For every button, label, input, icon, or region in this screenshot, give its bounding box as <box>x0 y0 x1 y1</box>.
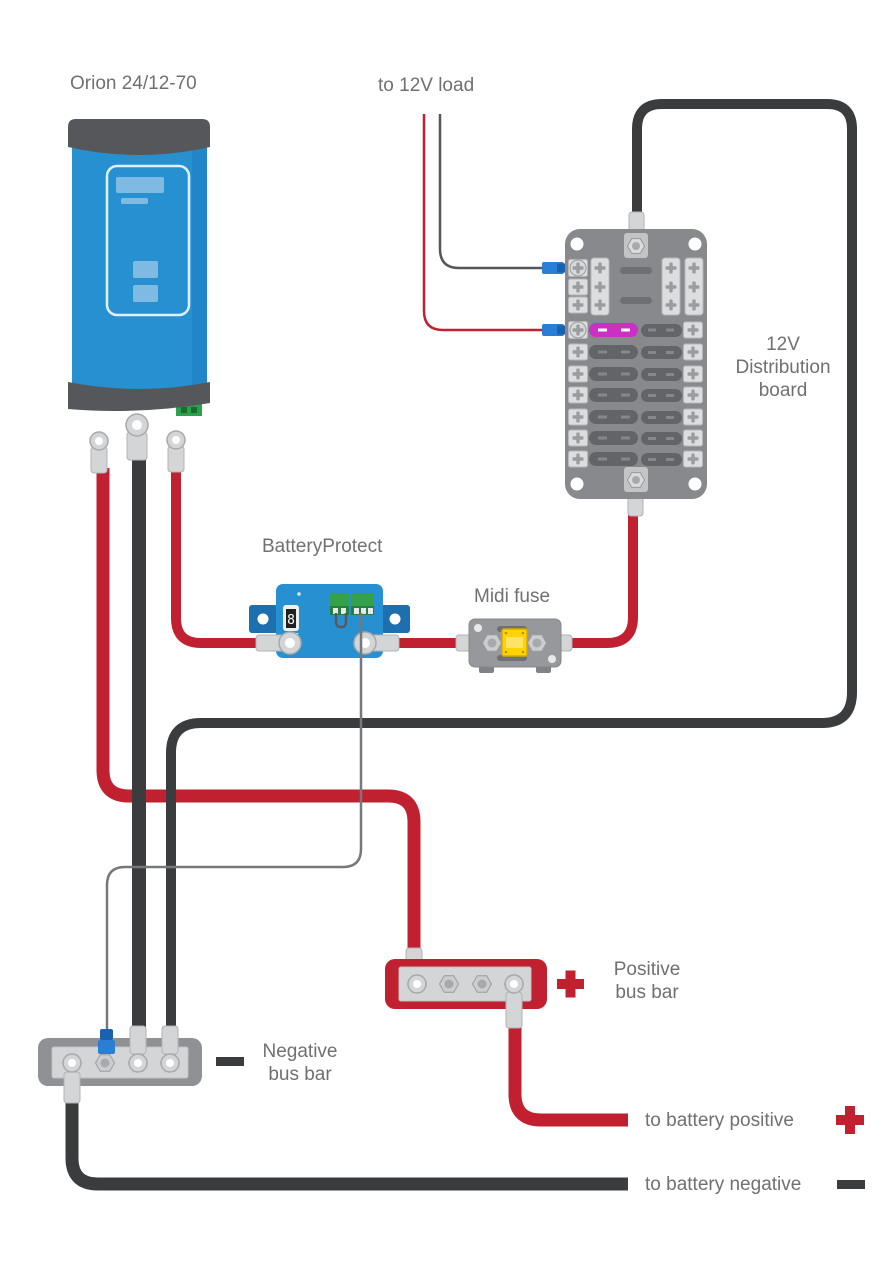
to-battery-negative-label: to battery negative <box>645 1174 802 1195</box>
spade-connector-signal <box>98 1029 115 1054</box>
positive-bus-label-line2: bus bar <box>615 982 679 1003</box>
mounting-holes <box>570 237 702 491</box>
main-input-bolt <box>627 238 645 254</box>
positive-bus-bar <box>385 947 584 1029</box>
wire-batteryprotect-in-to-distribution <box>390 510 638 648</box>
distribution-label-line2: Distribution <box>735 357 831 378</box>
minus-icon <box>216 1057 244 1066</box>
spade-connector-negative <box>542 262 565 274</box>
orion-bottom-cap <box>68 382 210 411</box>
red-power-wires <box>96 466 638 1127</box>
remote-jumper-loop <box>334 613 348 629</box>
black-power-wires <box>65 99 857 1191</box>
load-wires <box>422 114 553 332</box>
positive-bus-label-line1: Positive <box>613 959 681 980</box>
wire-orion-to-batteryprotect-out <box>171 466 268 648</box>
wire-load-positive <box>422 114 553 332</box>
wire-remote-signal <box>105 613 363 1034</box>
midi-fuse-label: Midi fuse <box>474 586 551 607</box>
negative-bus-label-line2: bus bar <box>268 1064 332 1085</box>
negative-bus-bar <box>38 1025 244 1104</box>
wire-distribution-to-negative-bus <box>166 99 857 1050</box>
battery-minus-icon <box>837 1180 865 1189</box>
top-screw-bank <box>569 257 704 316</box>
orion-label-print <box>116 177 164 302</box>
wire-negative-bus-to-battery <box>65 1092 628 1191</box>
spade-connector-positive <box>542 324 565 336</box>
orion-title: Orion 24/12-70 <box>70 73 197 94</box>
fuse-element <box>501 628 528 657</box>
positive-bus-label: Positive bus bar <box>602 958 692 1004</box>
status-led <box>297 592 301 596</box>
orion-terminal-lugs <box>89 413 186 474</box>
orion-label-panel <box>105 164 191 317</box>
seven-segment-display: 8 <box>283 605 299 631</box>
main-output-bolt <box>627 472 645 488</box>
orion-top-cap <box>68 119 210 155</box>
wire-orion-to-positive-bus <box>96 468 421 960</box>
battery-protect: 8 OUT IN <box>249 584 410 658</box>
distribution-label-line3: board <box>758 380 808 401</box>
distribution-board <box>542 211 707 517</box>
battery-protect-label: BatteryProtect <box>262 536 383 557</box>
wire-positive-bus-to-battery <box>508 990 628 1127</box>
plus-icon <box>557 970 584 998</box>
orion-converter <box>68 119 210 474</box>
battery-plus-icon <box>836 1106 864 1134</box>
fuse-rows <box>569 322 703 468</box>
to-battery-positive-label: to battery positive <box>645 1110 794 1131</box>
distribution-label-line1: 12V <box>766 334 800 355</box>
load-label: to 12V load <box>378 75 475 96</box>
negative-bus-label-line1: Negative <box>262 1041 338 1062</box>
fuse-slot-installed-magenta <box>589 323 638 337</box>
remote-terminal-blocks <box>330 593 374 629</box>
orion-body-shade <box>192 140 207 395</box>
midi-fuse <box>455 618 573 673</box>
display-digit: 8 <box>287 613 295 628</box>
negative-bus-label: Negative bus bar <box>254 1040 346 1086</box>
wire-load-negative <box>438 114 553 270</box>
distribution-label: 12V Distribution board <box>703 333 863 402</box>
